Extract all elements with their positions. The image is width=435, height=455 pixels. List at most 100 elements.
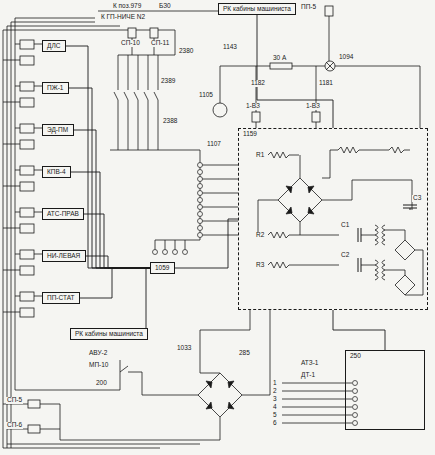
capacitor-symbol <box>358 258 359 272</box>
resistor-symbol <box>258 147 423 295</box>
capacitor-symbol <box>410 208 411 210</box>
schematic-label: 2388 <box>162 118 178 125</box>
fuse-symbol <box>270 63 292 69</box>
transformer-winding <box>382 225 385 245</box>
wire-connector <box>86 256 150 268</box>
wire <box>7 26 120 27</box>
wire <box>114 92 118 100</box>
wire <box>11 22 12 448</box>
node-label: КПВ-4 <box>46 168 67 175</box>
relay-coil <box>15 212 20 213</box>
terminal <box>353 389 358 394</box>
terminal-block: 250 <box>345 350 425 430</box>
resistor-symbol <box>268 262 339 268</box>
schematic-label: 200 <box>95 380 108 387</box>
wire <box>11 22 95 23</box>
resistor-symbol <box>258 150 412 235</box>
node-label: ПП-СТАТ <box>46 294 76 301</box>
wire <box>144 92 148 100</box>
wire <box>142 395 198 396</box>
schematic-label: 2380 <box>178 48 194 55</box>
wire <box>128 100 129 150</box>
relay-coil <box>20 208 34 217</box>
wire <box>154 38 155 55</box>
wire-connector <box>66 46 150 268</box>
relay-coil <box>20 140 34 149</box>
relay-coil <box>3 228 20 229</box>
wire <box>142 372 143 395</box>
capacitor-symbol <box>403 205 417 206</box>
wire <box>7 429 28 430</box>
wire-connector <box>69 88 150 268</box>
wire <box>120 360 121 372</box>
relay-coil <box>20 250 34 259</box>
wire <box>200 207 238 208</box>
wire <box>200 235 238 236</box>
wire <box>3 448 160 449</box>
wire <box>158 100 159 150</box>
cabin-relay-box: РК кабины машиниста <box>70 328 148 340</box>
terminal <box>353 421 358 426</box>
wire <box>220 66 270 67</box>
relay-label-box: АТС-ПРАВ <box>42 208 84 220</box>
wire <box>138 55 139 90</box>
wire-connector <box>333 310 385 350</box>
wire <box>200 193 238 194</box>
relay-coil <box>20 82 34 91</box>
wire <box>282 399 352 400</box>
relay-coil <box>20 166 34 175</box>
rectifier-bridge <box>198 178 415 417</box>
wire <box>132 38 133 55</box>
wire <box>220 66 221 103</box>
diode-symbol <box>206 186 314 409</box>
wire <box>138 100 139 150</box>
wire <box>15 18 16 390</box>
wire <box>148 55 149 90</box>
wire <box>250 310 251 330</box>
relay-coil <box>28 6 333 433</box>
terminal-strip: 1059 <box>150 262 175 274</box>
relay-coil <box>15 44 20 45</box>
schematic-label: 1143 <box>222 44 238 51</box>
relay-coil <box>128 28 136 38</box>
wire <box>200 221 238 222</box>
capacitor-symbol <box>358 205 417 272</box>
terminal <box>198 177 203 182</box>
relay-coil <box>15 128 20 129</box>
wire <box>3 30 130 31</box>
transformer-winding <box>375 260 378 280</box>
relay-coil <box>20 182 34 191</box>
wire <box>270 310 271 395</box>
schematic-label: 1-ВЗ <box>305 103 321 110</box>
terminal <box>353 413 358 418</box>
wire <box>40 404 60 405</box>
schematic-label: 1-ВЗ <box>245 103 261 110</box>
node-label: АТС-ПРАВ <box>46 210 80 217</box>
relay-coil <box>15 86 20 87</box>
wire <box>316 66 317 112</box>
terminal <box>198 170 203 175</box>
schematic-label: 6 <box>272 420 278 427</box>
schematic-label: СП-5 <box>6 397 23 404</box>
wire <box>175 240 176 250</box>
relay-label-box: ПП-СТАТ <box>42 292 80 304</box>
diode-symbol <box>206 381 234 409</box>
diode-symbol <box>286 186 314 214</box>
relay-coil <box>20 56 34 65</box>
schematic-label: ДТ-1 <box>300 372 316 379</box>
wire <box>118 100 119 150</box>
schematic-label: 1181 <box>318 80 334 87</box>
relay-coil <box>312 112 320 122</box>
relay-coil <box>20 124 34 133</box>
wire <box>282 383 352 384</box>
cabin-relay-box: РК кабины машиниста <box>218 3 296 15</box>
node-label: ЭД-ПМ <box>46 126 69 133</box>
relay-coil <box>34 170 42 171</box>
wire <box>3 11 420 448</box>
relay-coil <box>34 128 42 129</box>
wire <box>158 55 159 90</box>
wire <box>124 92 128 100</box>
terminal <box>198 219 203 224</box>
wire <box>15 390 120 391</box>
